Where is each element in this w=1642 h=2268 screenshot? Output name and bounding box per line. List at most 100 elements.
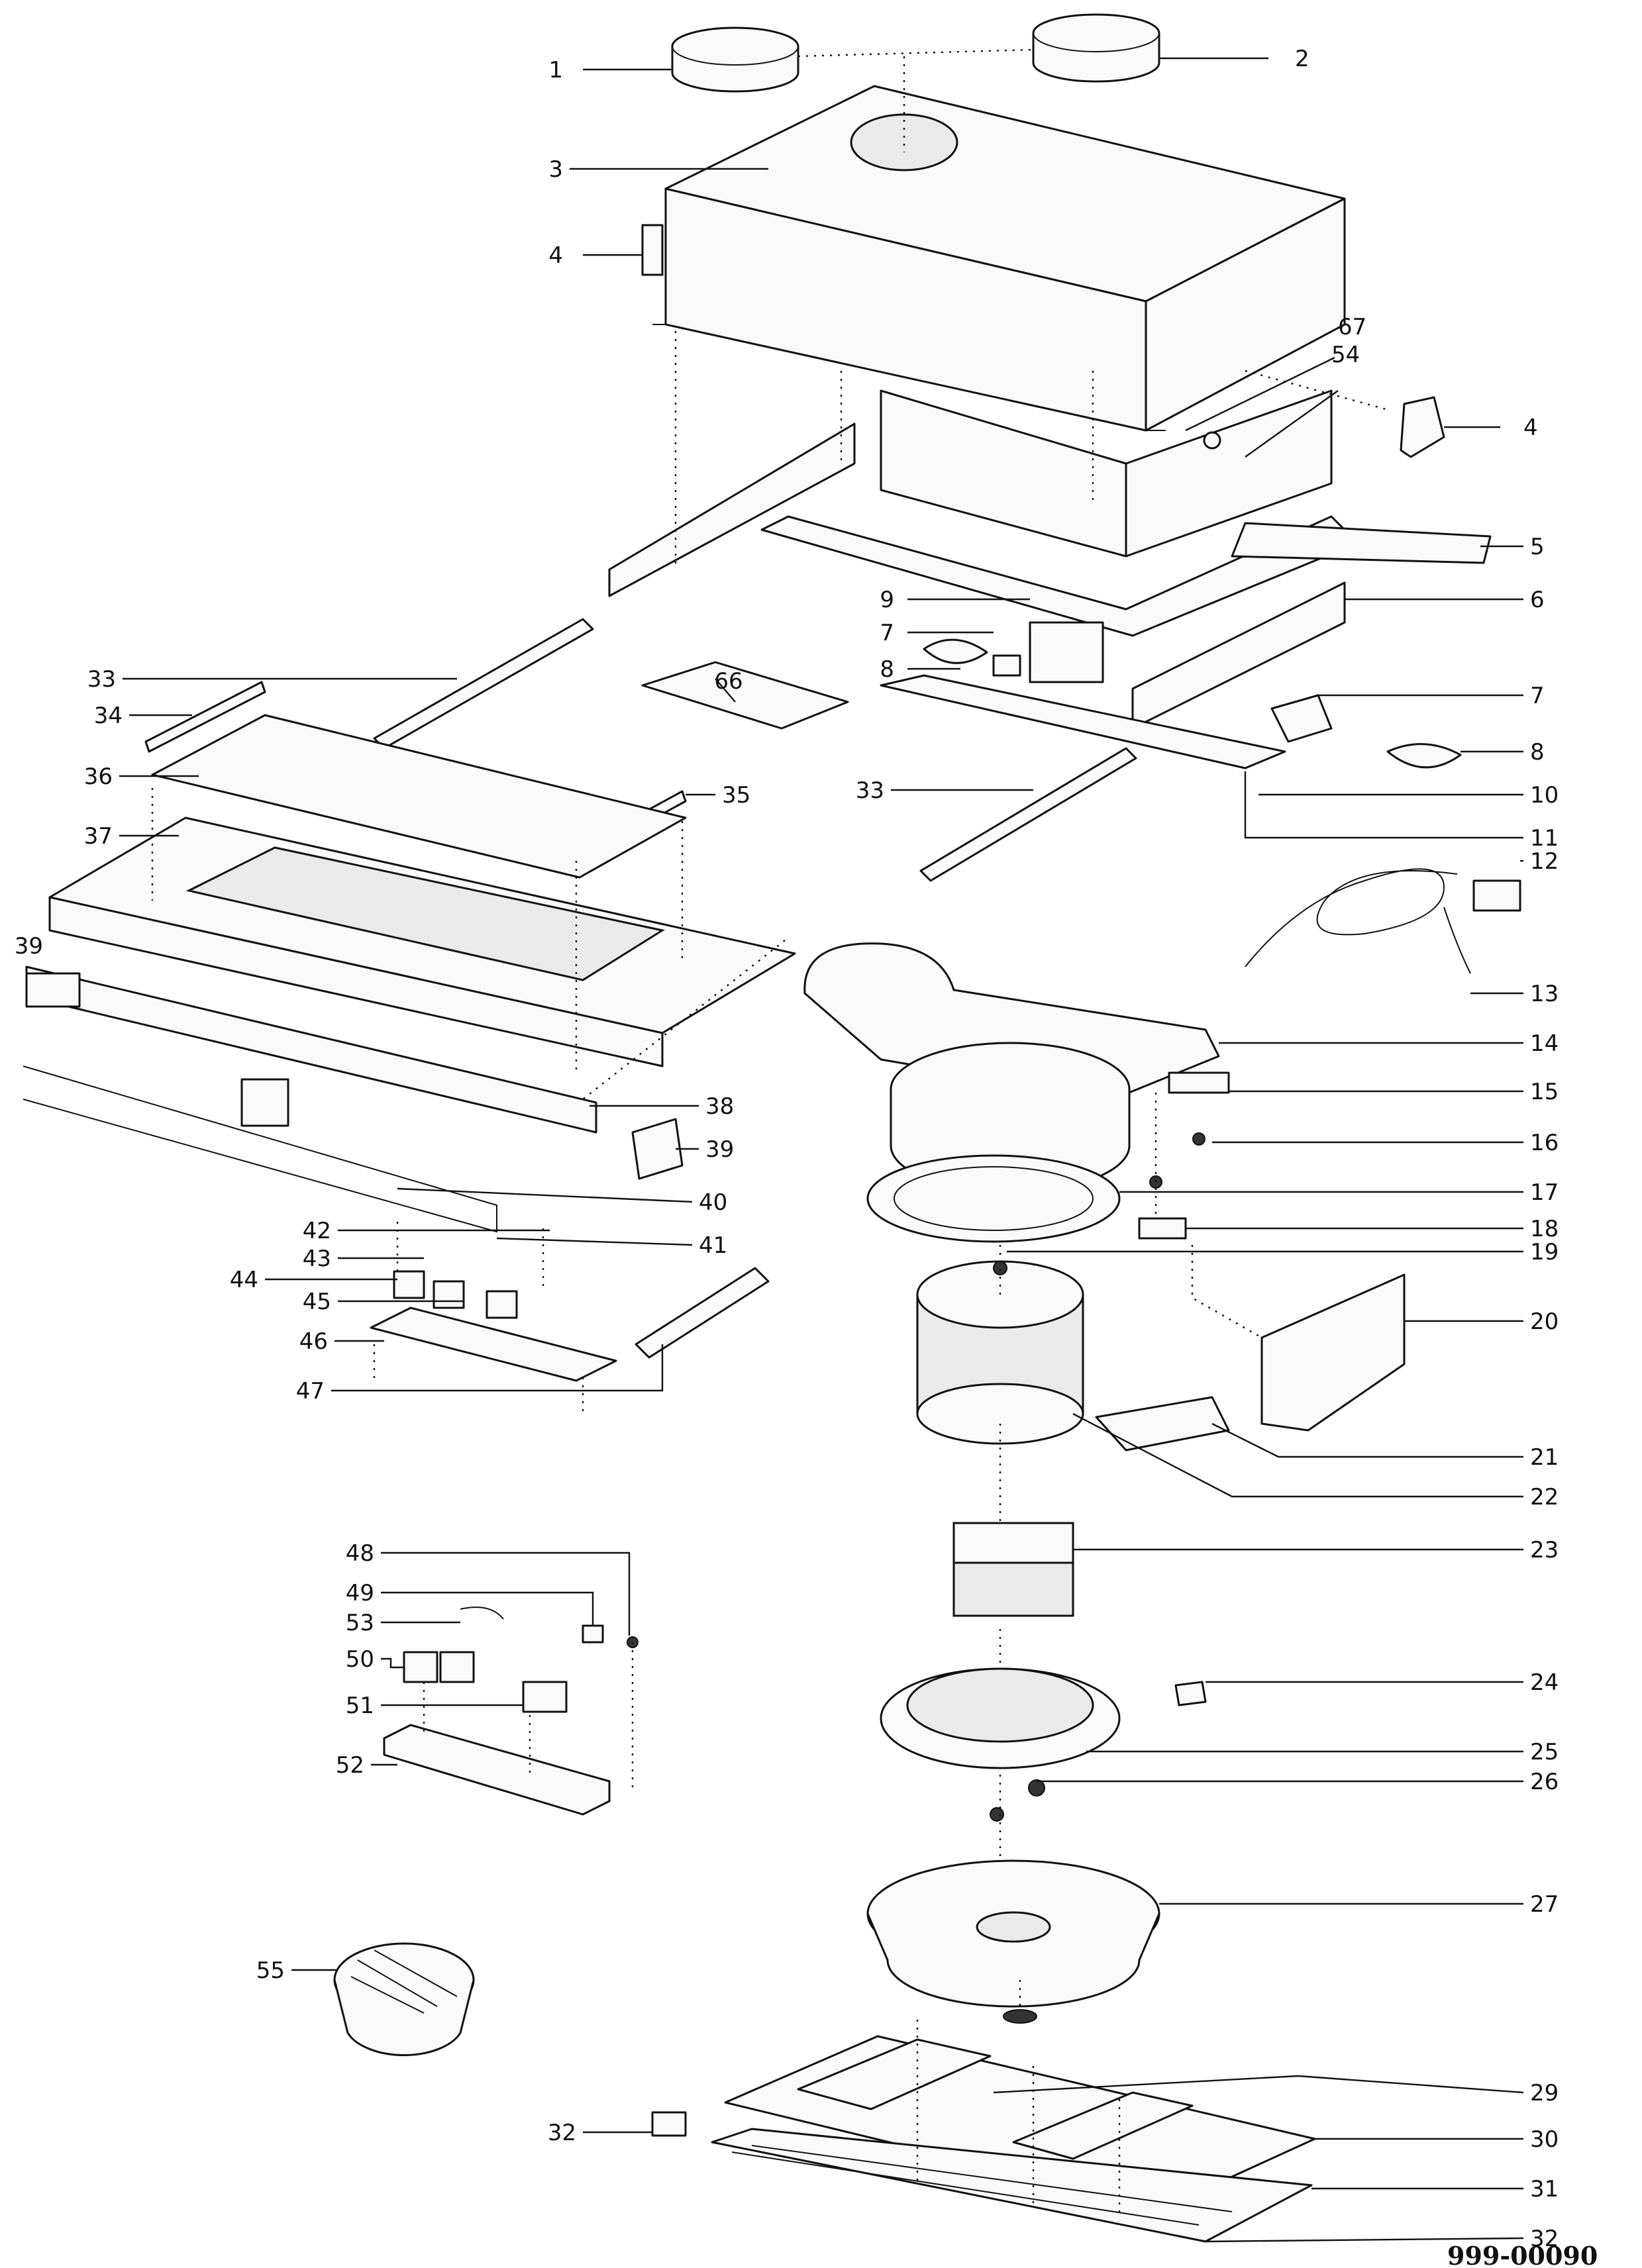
bracket-34 — [144, 681, 266, 753]
part-label: 11 — [1530, 825, 1559, 852]
filter-29b — [1012, 2091, 1194, 2160]
part-label: 4 — [548, 242, 563, 269]
part-label: 19 — [1530, 1239, 1559, 1265]
control-box-52 — [383, 1724, 611, 1816]
part-label: 25 — [1530, 1739, 1559, 1765]
nut-19 — [993, 1261, 1007, 1275]
part-label: 46 — [299, 1328, 328, 1355]
part-24 — [1174, 1681, 1207, 1706]
part-label: 4 — [1523, 415, 1538, 441]
part-label: 14 — [1530, 1030, 1559, 1057]
part-label: 27 — [1530, 1891, 1559, 1918]
part-label: 18 — [1530, 1216, 1559, 1242]
part-label: 21 — [1530, 1444, 1559, 1471]
fan-wheel-22 — [916, 1260, 1084, 1445]
drawer-37 — [48, 816, 796, 1067]
duct-collar-right — [1032, 13, 1160, 83]
part-label: 7 — [1530, 683, 1545, 709]
rod-47 — [635, 1267, 770, 1359]
part-label: 26 — [1530, 1769, 1559, 1795]
part-label: 5 — [1530, 534, 1545, 560]
part-label: 33 — [87, 666, 116, 693]
part-label: 31 — [1530, 2176, 1559, 2202]
part-label: 30 — [1530, 2126, 1559, 2153]
part-label: 33 — [856, 777, 884, 804]
part-label: 6 — [1530, 587, 1545, 613]
part-label: 48 — [346, 1540, 374, 1567]
part-label: 52 — [336, 1752, 364, 1779]
assembly-line — [797, 48, 1034, 58]
gasket-17 — [866, 1154, 1121, 1243]
terminal-15 — [1168, 1071, 1230, 1094]
part-label: 44 — [230, 1267, 258, 1293]
clip — [240, 1078, 289, 1127]
side-channel-6 — [1131, 581, 1346, 730]
part-label: 16 — [1530, 1130, 1559, 1156]
part-label: 7 — [880, 620, 894, 646]
wire-53 — [460, 1606, 504, 1620]
part-label: 49 — [346, 1580, 374, 1606]
part-49 — [582, 1624, 604, 1644]
clip-32 — [651, 2111, 687, 2137]
part-label: 29 — [1530, 2080, 1559, 2106]
switch-left — [641, 224, 664, 276]
screw-26 — [1028, 1779, 1045, 1797]
part-label: 36 — [84, 764, 113, 790]
switch-right — [1400, 396, 1445, 458]
part-label: 15 — [1530, 1079, 1559, 1105]
part-label: 34 — [94, 703, 123, 729]
lampholder-right — [1270, 694, 1333, 743]
part-label: 37 — [84, 823, 113, 850]
part-label: 3 — [548, 156, 563, 183]
slide-rail-right — [919, 747, 1137, 882]
lampholder-left — [992, 654, 1021, 677]
switch-50a — [403, 1651, 438, 1683]
screw-16 — [1192, 1132, 1206, 1146]
bracket-66 — [641, 661, 849, 730]
part-label: 47 — [296, 1378, 325, 1405]
power-cord — [1245, 868, 1521, 974]
part-label: 38 — [705, 1093, 734, 1120]
part-label: 13 — [1530, 981, 1559, 1007]
part-label: 42 — [303, 1218, 331, 1244]
housing-top — [652, 85, 1346, 432]
part-label: 35 — [722, 782, 750, 809]
part-label: 2 — [1295, 46, 1309, 72]
end-cap-39 — [631, 1118, 684, 1180]
leader-lines — [119, 57, 1524, 2243]
part-label: 39 — [705, 1136, 734, 1163]
part-label: 12 — [1530, 848, 1559, 875]
switch-knob-2 — [433, 1280, 465, 1309]
part-label: 24 — [1530, 1669, 1559, 1696]
drawing-code: 999-00090 — [1447, 2241, 1598, 2268]
round-filter-55 — [333, 1942, 475, 2057]
part-label: 8 — [880, 656, 894, 683]
terminal-18 — [1138, 1217, 1187, 1240]
motor-plate-25 — [880, 1667, 1121, 1769]
lamp-right — [1386, 743, 1462, 769]
side-channel-left — [608, 422, 856, 597]
cover-20 — [1260, 1273, 1406, 1432]
part-label: 66 — [714, 668, 743, 695]
part-label: 9 — [880, 587, 894, 613]
part-label: 67 — [1338, 314, 1366, 340]
panel-36 — [151, 714, 687, 879]
part-label: 32 — [1530, 2226, 1559, 2252]
part-label: 32 — [548, 2120, 576, 2146]
switch-50b — [439, 1651, 475, 1683]
part-label: 20 — [1530, 1308, 1559, 1335]
switch-51 — [522, 1681, 568, 1713]
part-label: 39 — [15, 933, 43, 960]
part-label: 40 — [699, 1189, 727, 1216]
part-label: 55 — [256, 1957, 285, 1984]
part-label: 17 — [1530, 1179, 1559, 1206]
switch-knob-1 — [393, 1270, 425, 1299]
part-label: 43 — [303, 1246, 331, 1272]
part-label: 1 — [548, 57, 563, 83]
lamp-left — [923, 638, 988, 664]
duct-collar-left — [671, 26, 799, 93]
grille-31 — [711, 2128, 1313, 2243]
part-label: 41 — [699, 1232, 727, 1259]
trim-40 — [23, 1065, 497, 1233]
